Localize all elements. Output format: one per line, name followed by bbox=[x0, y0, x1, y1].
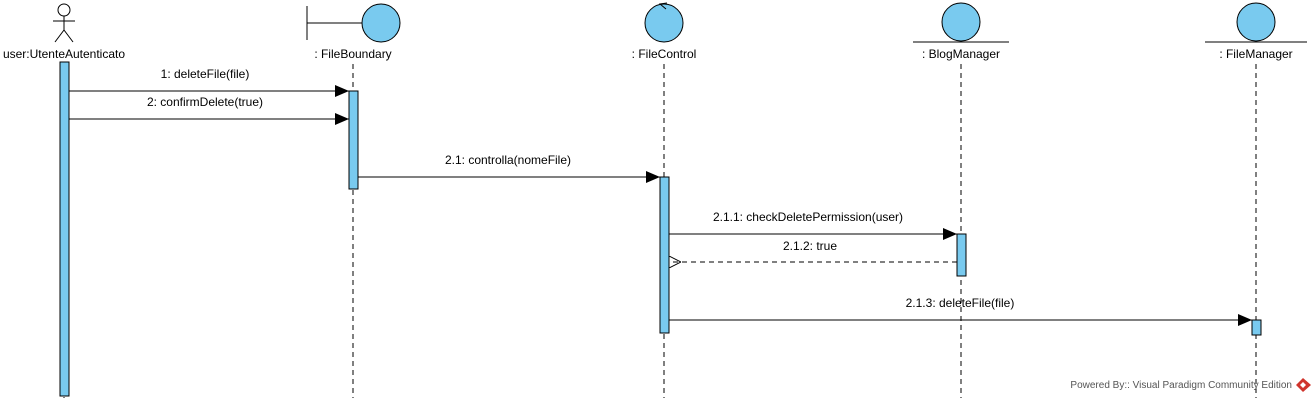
lifeline-label-blogmanager: : BlogManager bbox=[922, 47, 1000, 61]
entity-icon-filemanager bbox=[1205, 2, 1307, 43]
activation-user bbox=[59, 61, 70, 397]
control-icon bbox=[644, 2, 684, 43]
message-label-2: 2: confirmDelete(true) bbox=[147, 95, 263, 109]
activation-fileboundary bbox=[348, 90, 359, 190]
message-label-1: 1: deleteFile(file) bbox=[161, 67, 250, 81]
lifeline-label-filemanager: : FileManager bbox=[1219, 47, 1292, 61]
message-label-2-1: 2.1: controlla(nomeFile) bbox=[445, 153, 571, 167]
entity-icon-blogmanager bbox=[913, 2, 1009, 43]
lifeline-label-filecontrol: : FileControl bbox=[632, 47, 697, 61]
lifeline-label-user: user:UtenteAutenticato bbox=[3, 47, 125, 61]
activation-filecontrol bbox=[659, 176, 670, 334]
visual-paradigm-logo-icon bbox=[1296, 378, 1311, 392]
message-label-2-1-2: 2.1.2: true bbox=[783, 239, 837, 253]
boundary-icon bbox=[306, 3, 401, 43]
powered-by-watermark: Powered By:: Visual Paradigm Community E… bbox=[1070, 380, 1292, 391]
lifeline-label-fileboundary: : FileBoundary bbox=[314, 47, 391, 61]
message-label-2-1-1: 2.1.1: checkDeletePermission(user) bbox=[713, 210, 903, 224]
message-label-2-1-3: 2.1.3: deleteFile(file) bbox=[906, 296, 1015, 310]
actor-icon bbox=[53, 3, 75, 43]
activation-filemanager bbox=[1251, 319, 1262, 336]
activation-blogmanager bbox=[956, 233, 967, 277]
